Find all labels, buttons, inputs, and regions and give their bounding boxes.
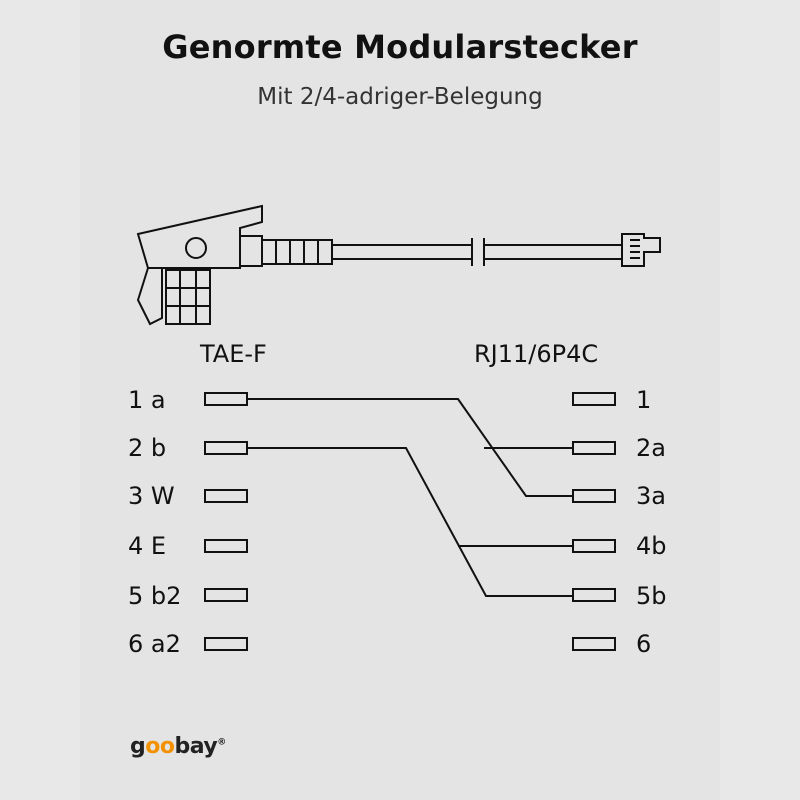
tae-pin-4-box (204, 539, 248, 553)
diagram-subtitle: Mit 2/4-adriger-Belegung (257, 84, 543, 110)
tae-pin-1-box (204, 392, 248, 406)
tae-pin-6-box (204, 637, 248, 651)
tae-plug-hole (185, 237, 207, 259)
rj11-pin-4-box (572, 539, 616, 553)
goobay-logo: goobay® (130, 734, 226, 759)
tae-pin-2-box (204, 441, 248, 455)
rj11-header: RJ11/6P4C (474, 340, 599, 368)
rj11-pin-2-box (572, 441, 616, 455)
tae-pin-5-label: 5 b2 (128, 582, 182, 610)
tae-pin-6-label: 6 a2 (128, 630, 181, 658)
tae-f-header: TAE-F (200, 340, 267, 368)
rj11-pin-1-box (572, 392, 616, 406)
rj11-pin-1-label: 1 (636, 386, 652, 414)
diagram-title: Genormte Modularstecker (162, 28, 638, 66)
rj11-pin-5-box (572, 588, 616, 602)
tae-plug-latch (136, 267, 163, 326)
rj11-pin-3-box (572, 489, 616, 503)
rj11-plug (621, 233, 661, 267)
tae-pin-5-box (204, 588, 248, 602)
rj11-pin-2-label: 2a (636, 434, 666, 462)
rj11-pin-6-box (572, 637, 616, 651)
rj11-pin-3-label: 3a (636, 482, 666, 510)
tae-pin-1-label: 1 a (128, 386, 166, 414)
tae-pin-3-label: 3 W (128, 482, 175, 510)
tae-pin-2-label: 2 b (128, 434, 167, 462)
tae-pin-4-label: 4 E (128, 532, 167, 560)
rj11-pin-4-label: 4b (636, 532, 667, 560)
tae-plug-contacts (165, 269, 211, 325)
wire-2b-to-4b (248, 447, 572, 597)
tae-pin-3-box (204, 489, 248, 503)
rj11-pin-6-label: 6 (636, 630, 652, 658)
rj11-pin-5-label: 5b (636, 582, 667, 610)
